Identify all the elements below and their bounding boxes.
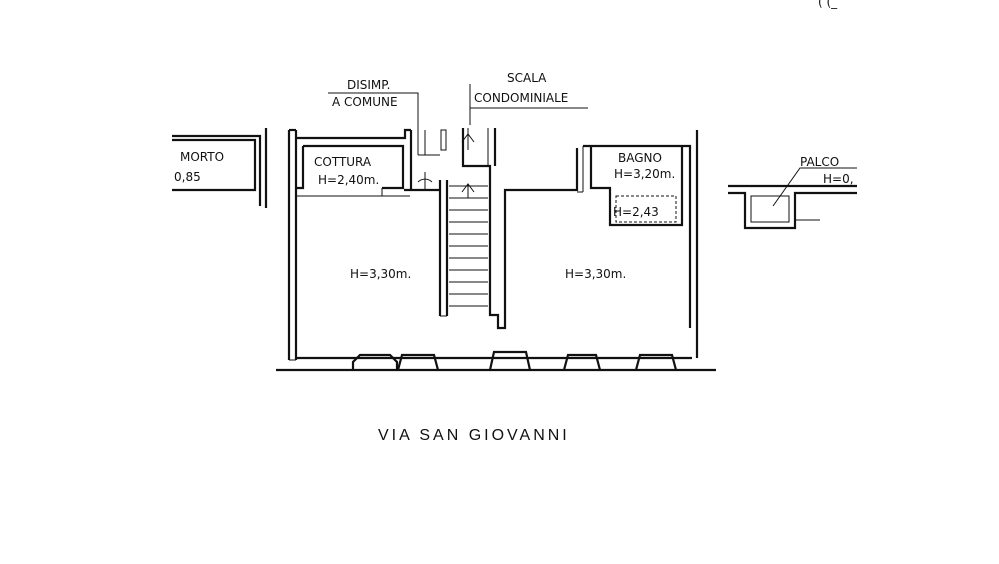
bagno-height: H=3,20m. (614, 167, 675, 181)
left-room-walls (172, 128, 268, 208)
room-right-height: H=3,30m. (565, 267, 626, 281)
label-leaders (328, 84, 588, 142)
palco-walls (728, 167, 857, 230)
apartment-walls (276, 128, 716, 372)
corner-marks: ( (_ (818, 0, 838, 9)
cottura-name: COTTURA (314, 155, 372, 169)
stair-treads (449, 128, 488, 307)
bagno-niche-height: H=2,43 (613, 205, 659, 219)
palco-name: PALCO (800, 155, 839, 169)
cottura-height: H=2,40m. (318, 173, 379, 187)
bagno-name: BAGNO (618, 151, 662, 165)
scala-label-2: CONDOMINIALE (474, 91, 568, 105)
left-room-name: MORTO (180, 150, 224, 164)
room-left-height: H=3,30m. (350, 267, 411, 281)
disimpegno-label-2: A COMUNE (332, 95, 398, 109)
palco-height: H=0, (823, 172, 854, 186)
disimpegno-label-1: DISIMP. (347, 78, 390, 92)
street-name: VIA SAN GIOVANNI (378, 427, 570, 444)
scala-label-1: SCALA (507, 71, 547, 85)
left-room-height: 0,85 (174, 170, 201, 184)
facade-windows (351, 350, 678, 371)
